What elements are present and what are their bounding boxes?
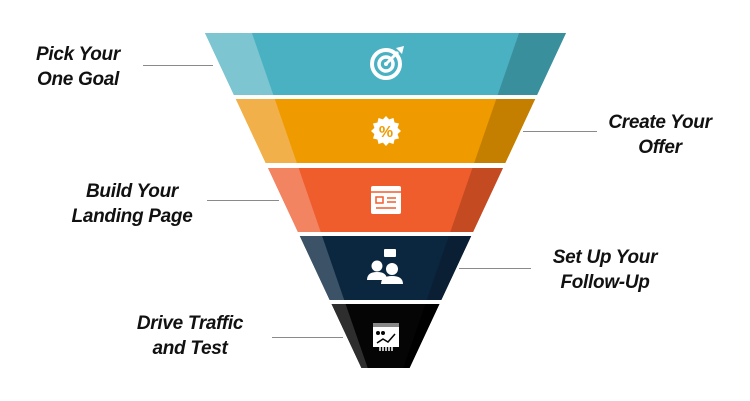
leader-line [143,65,213,66]
band-right-shade [426,236,472,300]
landing-page-icon [371,186,401,214]
funnel-band [268,168,503,232]
leader-line [272,337,343,338]
band-right-shade [403,304,440,368]
label-line: Pick Your [36,44,120,65]
target-icon [370,46,404,80]
band-left-highlight [268,168,321,232]
leader-line [459,268,531,269]
step-label-follow-up: Set Up Your Follow-Up [515,245,695,295]
funnel-band: % [235,99,536,163]
band-left-highlight [331,304,368,368]
label-line: Build Your [85,181,178,202]
band-body [299,236,472,300]
band-right-shade [474,99,536,163]
leader-line [207,200,279,201]
step-label-create-offer: Create Your Offer [570,110,750,160]
step-label-pick-goal: Pick Your One Goal [0,42,168,92]
analytics-dashboard-icon [373,323,399,351]
band-left-highlight [299,236,345,300]
band-left-highlight [235,99,297,163]
label-line: Set Up Your [552,247,658,268]
discount-badge-icon: % [371,116,401,146]
label-line: and Test [152,338,228,359]
label-line: One Goal [36,69,120,90]
svg-text:%: % [379,124,393,141]
band-right-shade [450,168,503,232]
step-label-drive-traffic: Drive Traffic and Test [100,311,280,361]
label-line: Drive Traffic [136,313,244,334]
band-right-shade [497,33,566,95]
people-chat-icon [367,249,403,284]
funnel-band [205,33,566,95]
label-line: Offer [638,137,682,158]
leader-line [523,131,597,132]
band-left-highlight [205,33,274,95]
label-line: Landing Page [71,206,193,227]
step-label-landing-page: Build Your Landing Page [42,179,222,229]
funnel-band [299,236,472,300]
label-line: Create Your [608,112,712,133]
funnel-band [331,304,440,368]
label-line: Follow-Up [560,272,650,293]
